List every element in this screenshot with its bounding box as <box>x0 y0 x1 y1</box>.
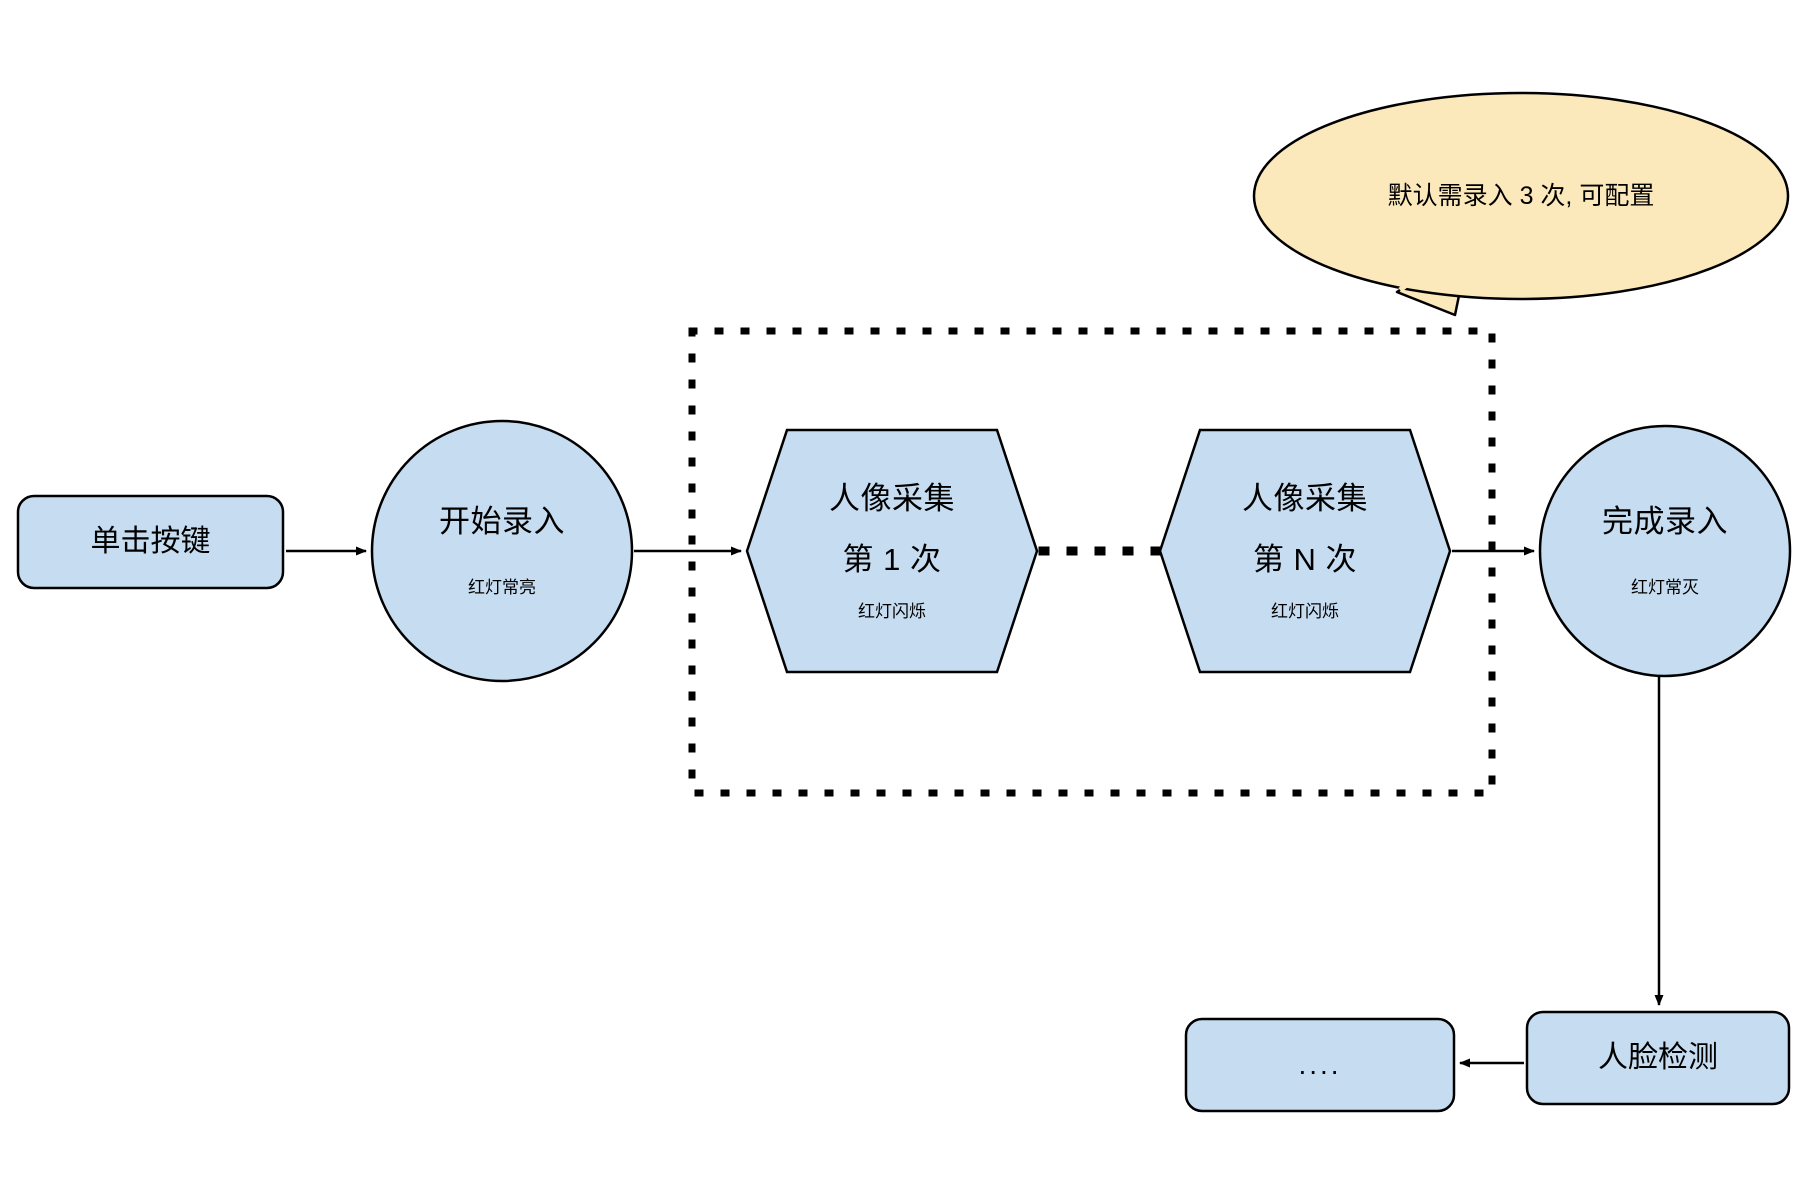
node-finish-enroll[interactable] <box>1538 424 1792 678</box>
node-capture-nth[interactable] <box>1158 428 1452 674</box>
node-start-enroll[interactable] <box>370 419 634 683</box>
callout-enroll-count <box>1252 91 1790 317</box>
node-capture-first[interactable] <box>745 428 1039 674</box>
node-more-steps[interactable] <box>1184 1017 1456 1113</box>
node-click-key[interactable] <box>16 494 285 590</box>
capture-loop-group <box>688 327 1496 797</box>
node-face-detect[interactable] <box>1525 1010 1791 1106</box>
